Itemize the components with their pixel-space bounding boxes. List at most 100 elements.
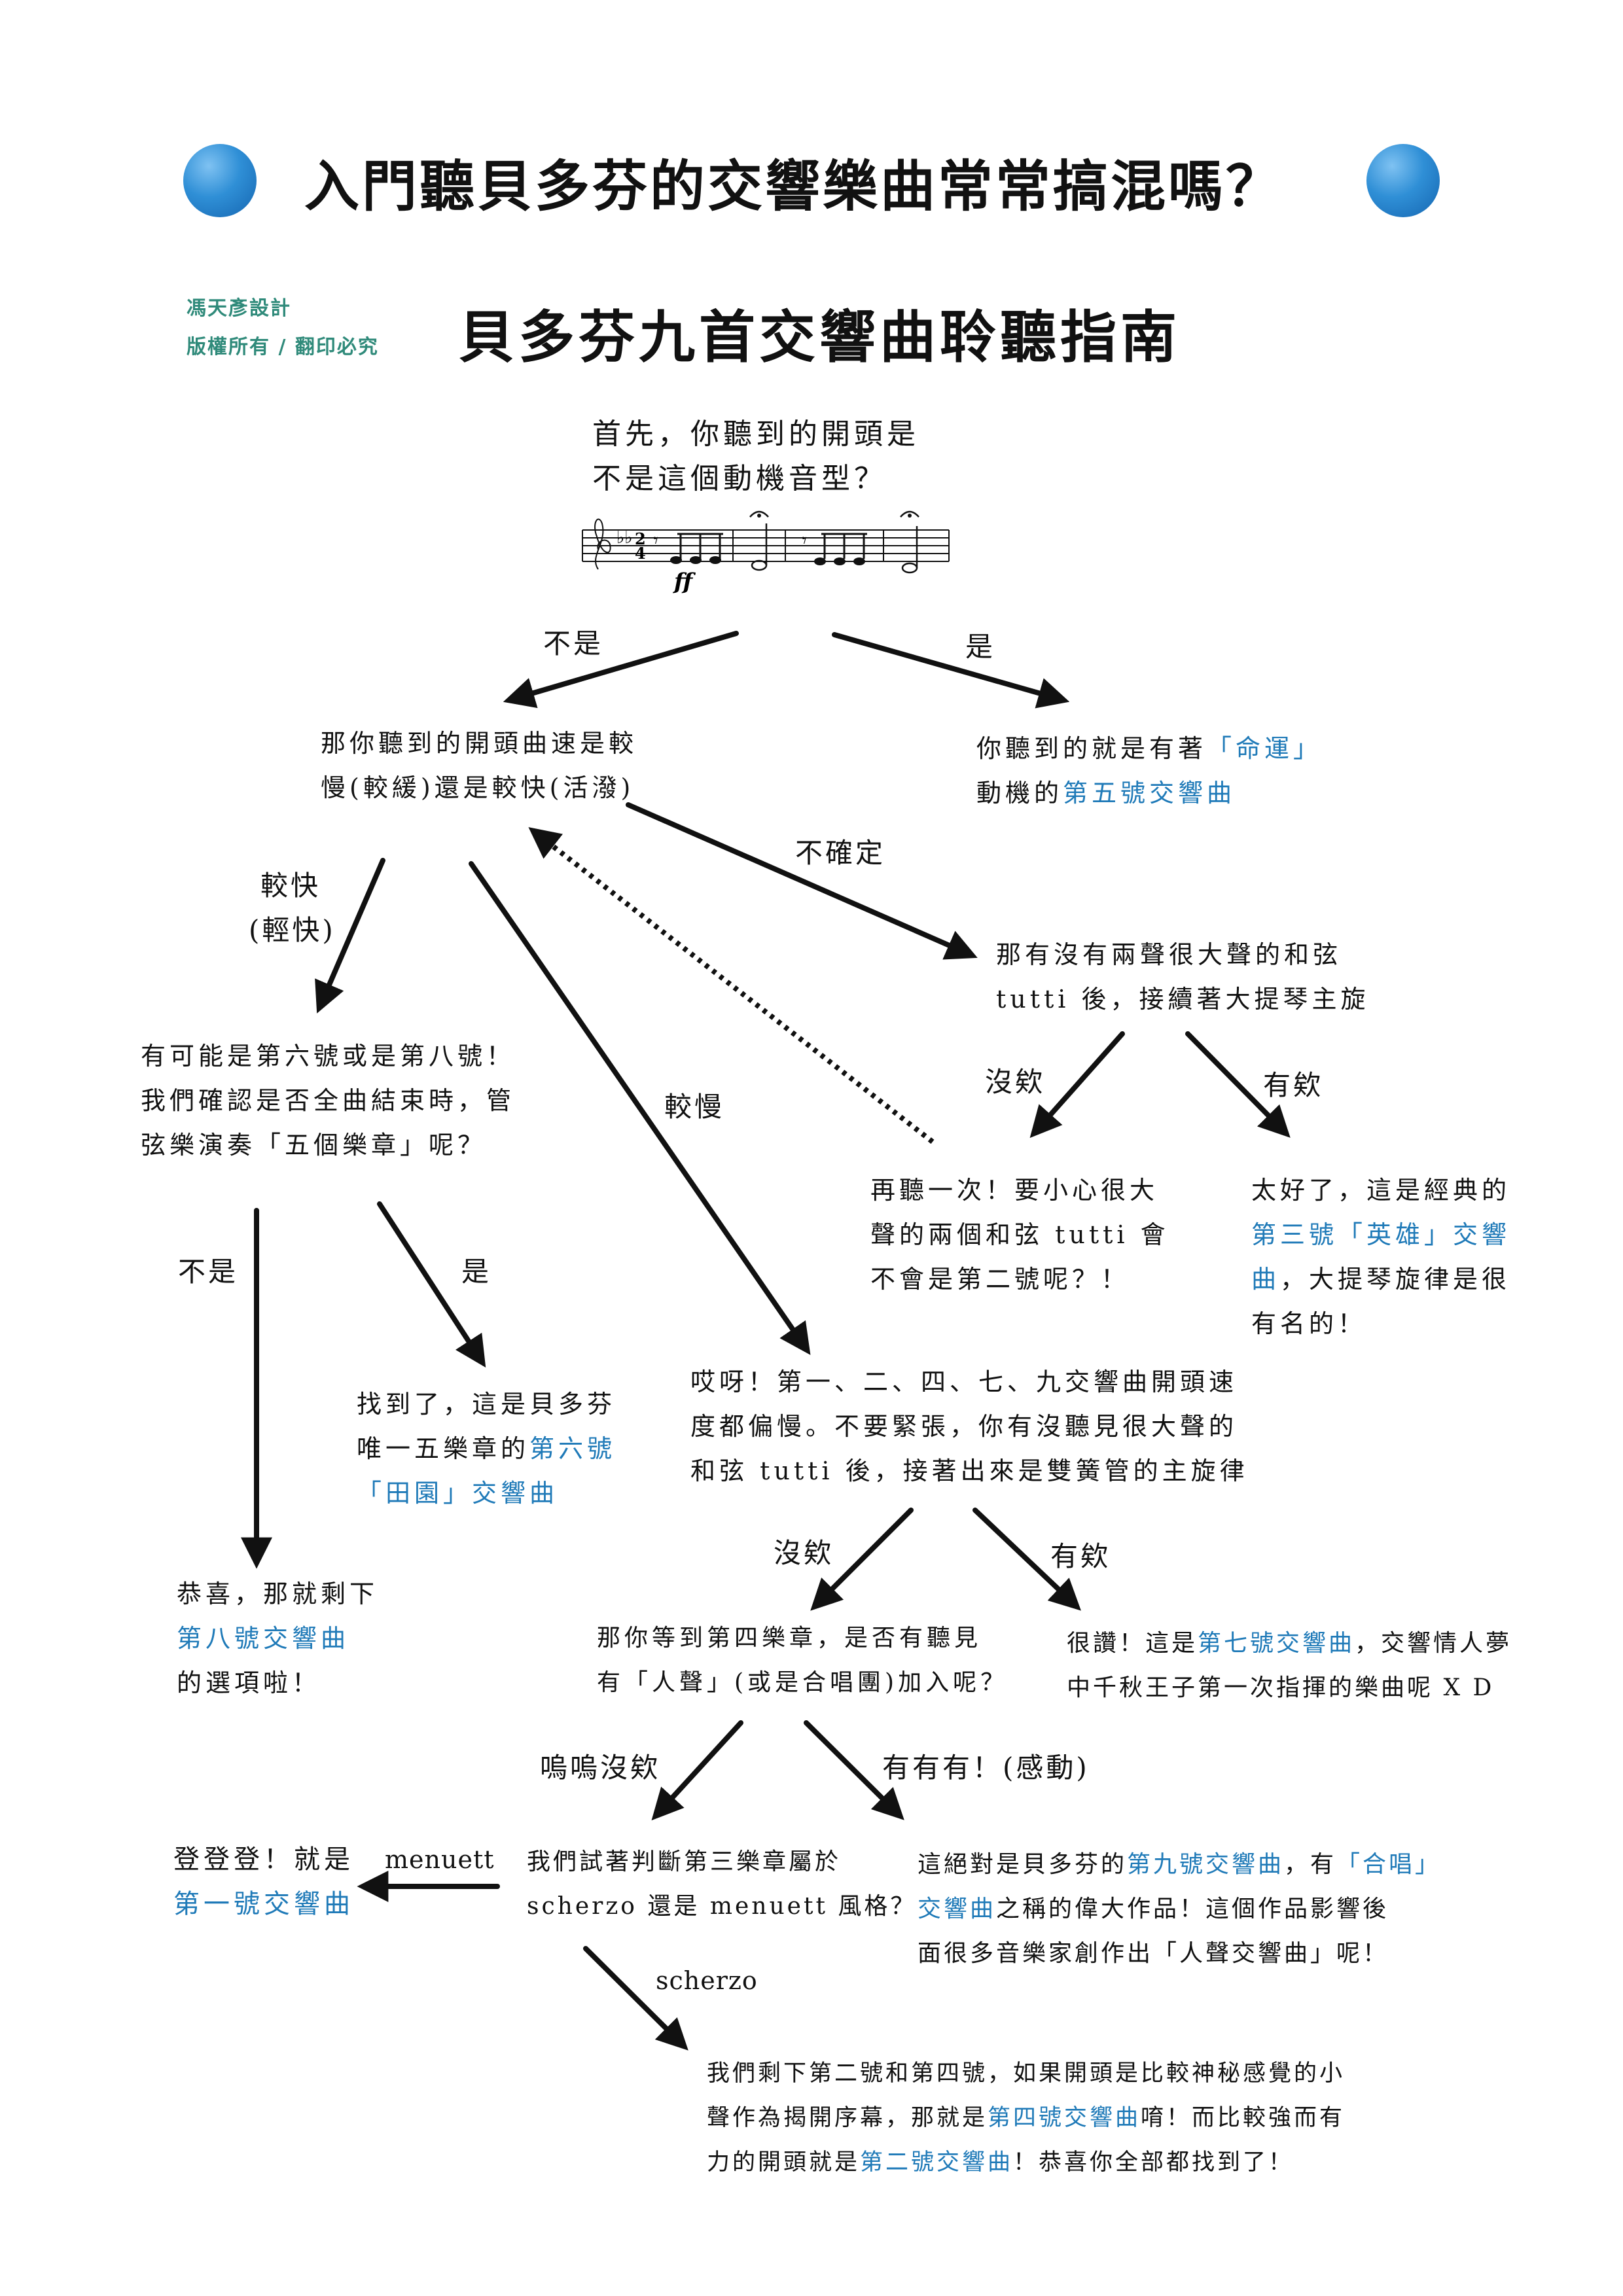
text: scherzo 還是 menuett 風格？ xyxy=(527,1893,917,1920)
highlight-fate: 「命運」 xyxy=(1207,734,1323,763)
text: 登登登！就是 xyxy=(173,1845,354,1875)
arrow-slow-none xyxy=(810,1508,914,1611)
text: ，有 xyxy=(1284,1851,1337,1878)
arrow-fourth-has xyxy=(804,1720,904,1820)
node-ninth-symphony: 這絕對是貝多芬的第九號交響曲，有「合唱」 交響曲之稱的偉大作品！這個作品影響後 … xyxy=(918,1843,1441,1976)
node-seventh-symphony: 很讚！這是第七號交響曲，交響情人夢 中千秋王子第一次指揮的樂曲呢 X D xyxy=(1067,1621,1512,1710)
label-slower: 較慢 xyxy=(664,1091,725,1123)
text: ！恭喜你全部都找到了！ xyxy=(1013,2149,1294,2176)
arrow-tempo-slow xyxy=(469,861,811,1355)
label-faster-line1: 較快 xyxy=(260,870,321,902)
label-yes-2: 是 xyxy=(461,1256,492,1288)
highlight-pastoral: 「田園」交響曲 xyxy=(357,1479,559,1508)
start-question: 首先，你聽到的開頭是 不是這個動機音型？ xyxy=(592,412,919,501)
dynamic-marking: ff xyxy=(673,569,696,595)
svg-text:2: 2 xyxy=(635,529,646,548)
start-question-line1: 首先，你聽到的開頭是 xyxy=(592,417,919,451)
text: 有名的！ xyxy=(1251,1309,1367,1338)
text: 力的開頭就是 xyxy=(707,2149,861,2176)
arrow-fourth-none xyxy=(651,1720,743,1821)
node-third-movement: 我們試著判斷第三樂章屬於 scherzo 還是 menuett 風格？ xyxy=(527,1840,916,1929)
text: 之稱的偉大作品！這個作品影響後 xyxy=(996,1896,1389,1922)
svg-text:4: 4 xyxy=(635,544,646,563)
arrow-start-yes xyxy=(832,632,1070,709)
label-none-3: 嗚嗚沒欸 xyxy=(540,1752,661,1784)
text: 這絕對是貝多芬的 xyxy=(918,1851,1128,1878)
text: 弦樂演奏「五個樂章」呢？ xyxy=(141,1131,487,1159)
text: 哎呀！第一、二、四、七、九交響曲開頭速 xyxy=(690,1368,1238,1396)
svg-text:𝄾: 𝄾 xyxy=(653,529,658,552)
node-slow-tempo: 哎呀！第一、二、四、七、九交響曲開頭速 度都偏慢。不要緊張，你有沒聽見很大聲的 … xyxy=(690,1360,1249,1493)
highlight-eighth-symphony: 第八號交響曲 xyxy=(177,1624,350,1653)
node-fourth-movement: 那你等到第四樂章，是否有聽見 有「人聲」(或是合唱團)加入呢？ xyxy=(597,1616,1008,1705)
start-question-line2: 不是這個動機音型？ xyxy=(592,462,887,495)
label-no-2: 不是 xyxy=(178,1256,239,1288)
text: 我們剩下第二號和第四號，如果開頭是比較神秘感覺的小 xyxy=(707,2060,1346,2087)
highlight-seventh-symphony: 第七號交響曲 xyxy=(1198,1630,1355,1657)
text: 和弦 tutti 後，接著出來是雙簧管的主旋律 xyxy=(690,1457,1249,1485)
text: 有「人聲」(或是合唱團)加入呢？ xyxy=(597,1669,1008,1696)
node-third-symphony: 太好了，這是經典的 第三號「英雄」交響 曲，大提琴旋律是很 有名的！ xyxy=(1251,1168,1510,1346)
text: 聲作為揭開序幕，那就是 xyxy=(707,2105,988,2131)
node-sixth-symphony: 找到了，這是貝多芬 唯一五樂章的第六號 「田園」交響曲 xyxy=(357,1382,616,1515)
music-score-icon: ♭♭ 2 4 𝄾 𝄾 ff xyxy=(582,510,950,595)
text: 的選項啦！ xyxy=(177,1669,321,1697)
arrow-again-dotted xyxy=(528,827,935,1144)
svg-text:𝄾: 𝄾 xyxy=(802,529,807,552)
label-unsure: 不確定 xyxy=(795,837,886,869)
arrow-tutti-has xyxy=(1185,1031,1291,1138)
text: 恭喜，那就剩下 xyxy=(177,1580,379,1608)
text: 有可能是第六號或是第八號！ xyxy=(141,1042,516,1070)
text: ，交響情人夢 xyxy=(1355,1630,1512,1657)
text: 找到了，這是貝多芬 xyxy=(357,1390,616,1419)
arrow-start-no xyxy=(503,631,739,709)
highlight-second-symphony: 第二號交響曲 xyxy=(860,2149,1014,2176)
highlight-third-symphony: 第三號「英雄」交響 xyxy=(1251,1220,1511,1249)
node-eighth-symphony: 恭喜，那就剩下 第八號交響曲 的選項啦！ xyxy=(177,1572,378,1705)
arrow-tempo-unsure xyxy=(626,802,978,960)
text: 唯一五樂章的 xyxy=(357,1434,530,1463)
text: 再聽一次！要小心很大 xyxy=(870,1176,1159,1205)
label-has-3: 有有有！(感動) xyxy=(882,1752,1090,1784)
highlight-fourth-symphony: 第四號交響曲 xyxy=(988,2105,1141,2131)
label-scherzo: scherzo xyxy=(656,1966,758,1995)
node-tempo-question: 那你聽到的開頭曲速是較 慢(較緩)還是較快(活潑) xyxy=(321,721,637,810)
circle-bullet-icon xyxy=(183,144,257,217)
text: 太好了，這是經典的 xyxy=(1251,1176,1511,1205)
text: 聲的兩個和弦 tutti 會 xyxy=(870,1220,1169,1249)
text: 那你等到第四樂章，是否有聽見 xyxy=(597,1625,982,1651)
text: 唷！而比較強而有 xyxy=(1141,2105,1346,2131)
label-faster-line2: (輕快) xyxy=(249,914,336,946)
highlight-sixth-symphony: 第六號 xyxy=(529,1434,616,1463)
node-second-fourth: 我們剩下第二號和第四號，如果開頭是比較神秘感覺的小 聲作為揭開序幕，那就是第四號… xyxy=(707,2051,1345,2185)
arrow-tutti-none xyxy=(1029,1031,1125,1139)
node-tutti-question: 那有沒有兩聲很大聲的和弦 tutti 後，接續著大提琴主旋 xyxy=(996,932,1370,1021)
text: 我們確認是否全曲結束時，管 xyxy=(141,1086,516,1115)
text: 那你聽到的開頭曲速是較 xyxy=(321,729,638,758)
arrow-slow-has xyxy=(972,1508,1081,1611)
credit-copyright: 版權所有 / 翻印必究 xyxy=(187,336,379,359)
text: 度都偏慢。不要緊張，你有沒聽見很大聲的 xyxy=(690,1412,1238,1441)
highlight-fifth-symphony: 第五號交響曲 xyxy=(1063,779,1236,807)
label-faster: 較快 (輕快) xyxy=(249,864,336,953)
node-six-or-eight: 有可能是第六號或是第八號！ 我們確認是否全曲結束時，管 弦樂演奏「五個樂章」呢？ xyxy=(141,1034,515,1167)
text: 慢(較緩)還是較快(活潑) xyxy=(321,773,635,802)
credit-designer: 馮天彥設計 xyxy=(187,297,291,320)
page-subtitle: 貝多芬九首交響曲聆聽指南 xyxy=(458,305,1181,370)
label-menuett: menuett xyxy=(385,1845,495,1874)
label-none-2: 沒欸 xyxy=(774,1537,834,1569)
node-fifth-symphony: 你聽到的就是有著「命運」 動機的第五號交響曲 xyxy=(976,726,1322,815)
svg-text:♭♭: ♭♭ xyxy=(616,528,633,548)
highlight-third-symphony-end: 曲 xyxy=(1251,1265,1281,1294)
text: ，大提琴旋律是很 xyxy=(1280,1265,1511,1294)
arrow-six-eight-yes xyxy=(377,1201,486,1368)
highlight-ninth-symphony: 第九號交響曲 xyxy=(1127,1851,1285,1878)
arrow-tempo-fast xyxy=(315,858,385,1014)
label-none-1: 沒欸 xyxy=(985,1066,1046,1098)
text: 我們試著判斷第三樂章屬於 xyxy=(527,1848,842,1875)
text: tutti 後，接續著大提琴主旋 xyxy=(996,985,1370,1014)
node-first-symphony: 登登登！就是 第一號交響曲 xyxy=(173,1837,354,1926)
text: 不會是第二號呢？！ xyxy=(870,1265,1130,1294)
circle-bullet-icon xyxy=(1366,144,1440,217)
